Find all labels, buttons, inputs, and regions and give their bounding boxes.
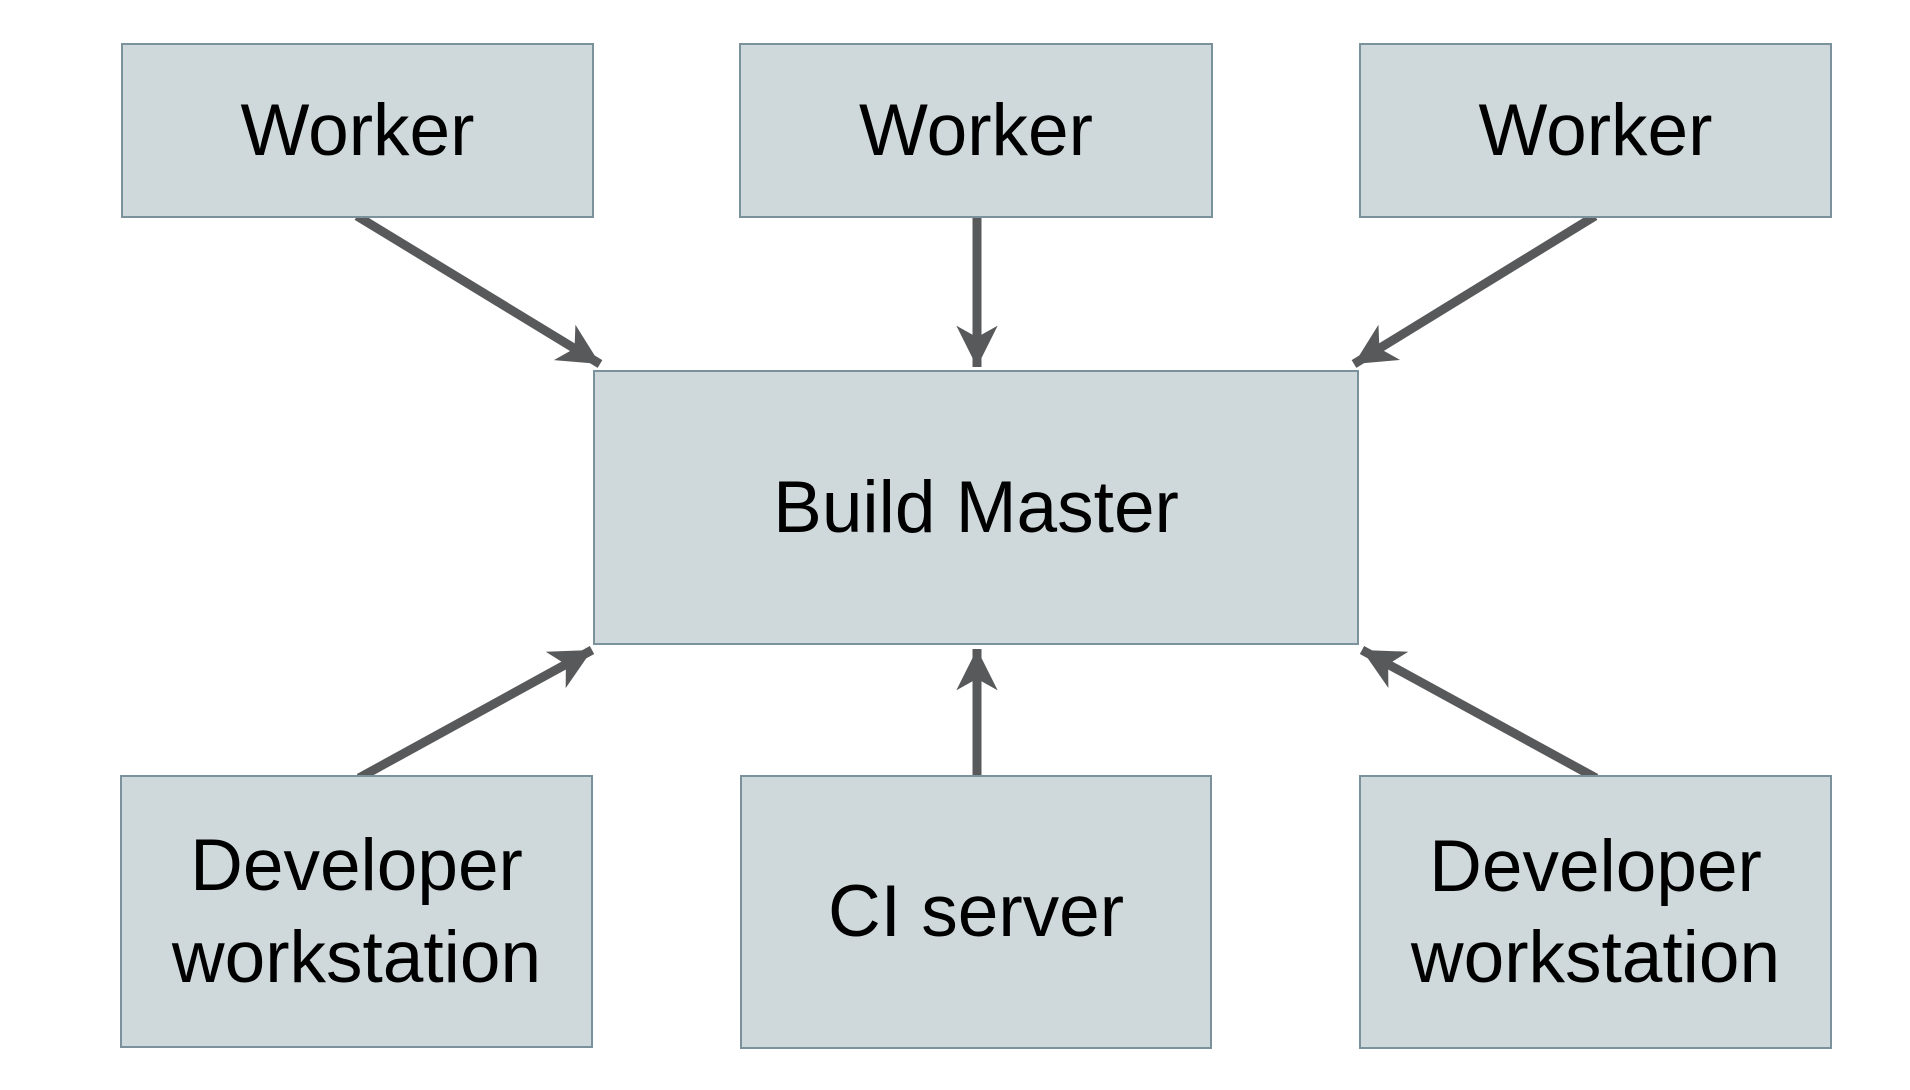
node-developer-workstation-left-label: Developer workstation [171,825,542,998]
node-developer-workstation-right: Developer workstation [1359,775,1832,1049]
node-worker-1: Worker [121,43,594,218]
node-worker-3-label: Worker [1478,89,1713,171]
arrow-developer-workstation-left-to-build-master [356,646,595,782]
node-ci-server-label: CI server [827,871,1125,953]
node-worker-2-label: Worker [859,89,1093,171]
node-build-master: Build Master [593,370,1359,645]
node-developer-workstation-right-label: Developer workstation [1410,825,1781,998]
node-build-master-label: Build Master [773,466,1179,548]
node-worker-1-label: Worker [240,89,475,171]
arrow-worker-3-to-build-master [1351,212,1598,368]
node-developer-workstation-left: Developer workstation [120,775,593,1048]
arrow-worker-1-to-build-master [354,212,603,368]
arrow-developer-workstation-right-to-build-master [1359,646,1599,782]
node-worker-3: Worker [1359,43,1832,218]
node-worker-2: Worker [739,43,1213,218]
node-ci-server: CI server [740,775,1212,1049]
